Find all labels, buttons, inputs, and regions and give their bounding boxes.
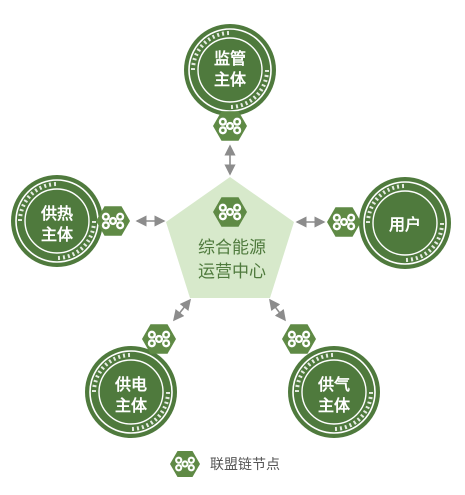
center-chain-node-icon [213, 197, 247, 227]
heat-supplier-line2: 主体 [40, 225, 73, 244]
center-label-line2: 运营中心 [198, 262, 266, 282]
legend: 联盟链节点 [168, 448, 280, 480]
center-label-line1: 综合能源 [198, 238, 266, 258]
heat-supplier-entity-circle [11, 175, 103, 267]
user-entity-circle [359, 177, 451, 269]
power-supplier-entity-label: 供电 主体 [96, 374, 166, 416]
power-supplier-entity-circle [85, 346, 177, 438]
operations-center-pentagon [166, 177, 294, 298]
user-line1: 用户 [388, 215, 421, 234]
regulator-line2: 主体 [213, 70, 246, 89]
blockchain-node-icon [170, 451, 200, 477]
gas-supplier-entity-circle [288, 346, 380, 438]
legend-chain-node-shape [170, 451, 200, 477]
gas-supplier-chain-node-icon [282, 324, 316, 354]
power-supplier-line2: 主体 [114, 396, 147, 415]
connection-arrows [135, 144, 326, 322]
regulator-line1: 监管 [213, 49, 246, 68]
power-supplier-arrow [173, 298, 191, 322]
gas-supplier-line2: 主体 [317, 396, 350, 415]
power-supplier-chain-node-icon [142, 324, 176, 354]
regulator-entity-circle [184, 24, 276, 116]
power-supplier-line1: 供电 [114, 375, 147, 394]
heat-supplier-chain-node-icon [96, 206, 130, 236]
operations-center-label: 综合能源 运营中心 [182, 236, 282, 284]
regulator-chain-node-icon [213, 111, 247, 141]
gas-supplier-line1: 供气 [317, 375, 350, 394]
heat-supplier-entity-label: 供热 主体 [22, 203, 92, 245]
user-entity-label: 用户 [370, 214, 440, 235]
user-chain-node-icon [327, 207, 361, 237]
gas-supplier-arrow [269, 298, 286, 322]
legend-label: 联盟链节点 [210, 457, 280, 473]
blockchain-nodes [96, 111, 361, 354]
regulator-entity-label: 监管 主体 [195, 48, 265, 90]
entity-circles [11, 24, 451, 438]
gas-supplier-entity-label: 供气 主体 [299, 374, 369, 416]
heat-supplier-line1: 供热 [40, 204, 73, 223]
